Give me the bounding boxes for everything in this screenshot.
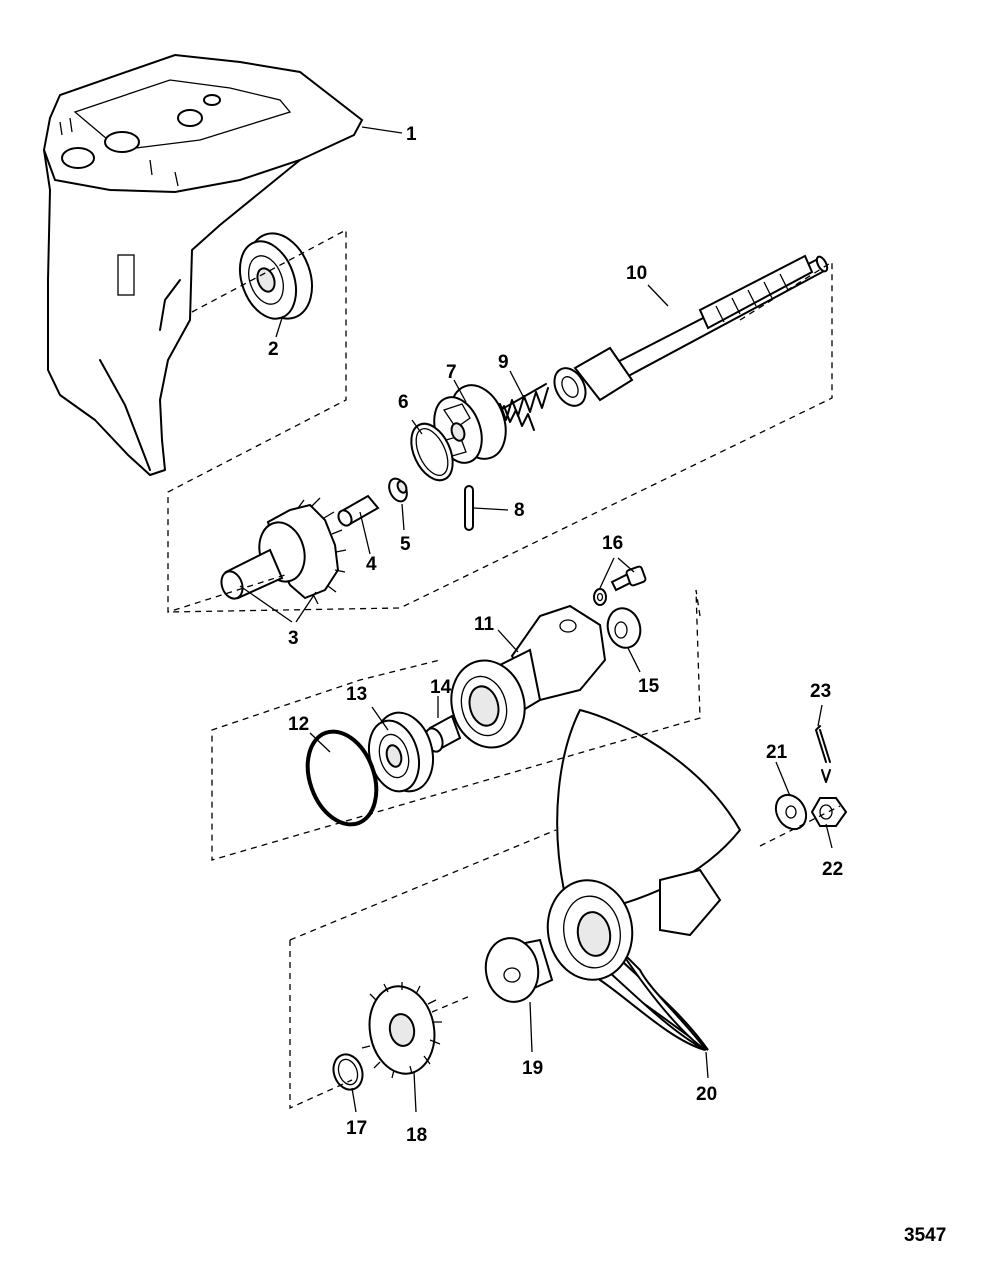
callout-17: 17 — [346, 1118, 367, 1139]
callout-20: 20 — [696, 1084, 717, 1105]
bearing-carrier-part-11 — [450, 604, 607, 749]
sleeve-part-5 — [388, 477, 408, 503]
callout-22: 22 — [822, 859, 843, 880]
spline-washer-part-18 — [361, 982, 442, 1079]
callout-8: 8 — [514, 500, 525, 521]
washer-part-21 — [774, 793, 808, 831]
callout-15: 15 — [638, 676, 660, 697]
cross-pin-part-8 — [464, 485, 474, 531]
retaining-ring-part-6 — [410, 422, 454, 482]
washer-part-15 — [606, 607, 642, 649]
callout-6: 6 — [398, 392, 409, 413]
callout-18: 18 — [406, 1125, 427, 1146]
callout-1: 1 — [406, 124, 417, 145]
callout-labels: 1 2 3 4 5 6 7 8 9 10 11 12 13 14 15 16 1… — [268, 124, 946, 1246]
callout-12: 12 — [288, 714, 309, 735]
o-ring-part-12 — [305, 729, 379, 827]
callout-19: 19 — [522, 1058, 543, 1079]
callout-21: 21 — [766, 742, 788, 763]
castle-nut-part-22 — [810, 797, 848, 827]
callout-14: 14 — [430, 677, 452, 698]
cam-part-4 — [337, 494, 380, 527]
bearing-part-13 — [368, 711, 434, 793]
callout-7: 7 — [446, 362, 457, 383]
bolt-and-washer-part-16 — [593, 565, 647, 606]
callout-23: 23 — [810, 681, 831, 702]
leader-lines — [239, 126, 833, 1113]
callout-5: 5 — [400, 534, 411, 555]
callout-13: 13 — [346, 684, 367, 705]
propshaft-part-10 — [553, 254, 829, 407]
gear-housing-part — [42, 53, 364, 476]
callout-9: 9 — [498, 352, 509, 373]
propeller-part-20 — [546, 708, 742, 1051]
retaining-ring-part-17 — [332, 1053, 364, 1091]
bearing-part-2 — [238, 232, 313, 320]
callout-4: 4 — [366, 554, 377, 575]
assembly-guide-lines — [167, 228, 841, 1110]
callout-10: 10 — [626, 263, 647, 284]
cotter-pin-part-23 — [815, 725, 831, 783]
callout-2: 2 — [268, 339, 279, 360]
drawing-number: 3547 — [904, 1225, 946, 1246]
callout-11: 11 — [474, 614, 495, 635]
callout-16: 16 — [602, 533, 623, 554]
thrust-hub-part-19 — [484, 937, 554, 1003]
callout-3: 3 — [288, 628, 299, 649]
gear-part-3 — [220, 497, 347, 605]
